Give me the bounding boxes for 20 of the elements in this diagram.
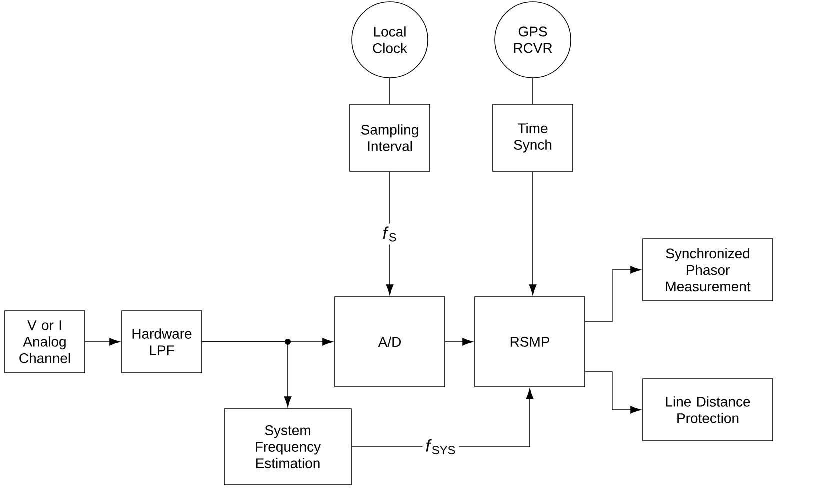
edge-label: f$_{S}$ xyxy=(380,224,400,245)
arrow xyxy=(445,338,474,346)
process-box: Synchronized Phasor Measurement xyxy=(642,238,774,302)
process-box: V or I Analog Channel xyxy=(4,310,86,374)
process-box: Hardware LPF xyxy=(122,310,202,374)
process-box: Time Synch xyxy=(492,104,574,172)
arrow xyxy=(202,342,292,408)
arrow xyxy=(386,172,394,296)
process-box: System Frequency Estimation xyxy=(224,408,352,486)
process-box: A/D xyxy=(334,296,446,388)
process-box: Sampling Interval xyxy=(350,104,430,172)
arrow xyxy=(585,372,642,414)
arrow xyxy=(529,172,537,296)
process-box: RSMP xyxy=(474,296,586,388)
circle-node: GPS RCVR xyxy=(494,2,572,78)
edge-label: f$_{SYS}$ xyxy=(422,436,460,458)
arrow xyxy=(85,338,120,346)
arrow xyxy=(585,266,642,322)
circle-node: Local Clock xyxy=(352,2,428,78)
process-box: Line Distance Protection xyxy=(642,378,774,442)
